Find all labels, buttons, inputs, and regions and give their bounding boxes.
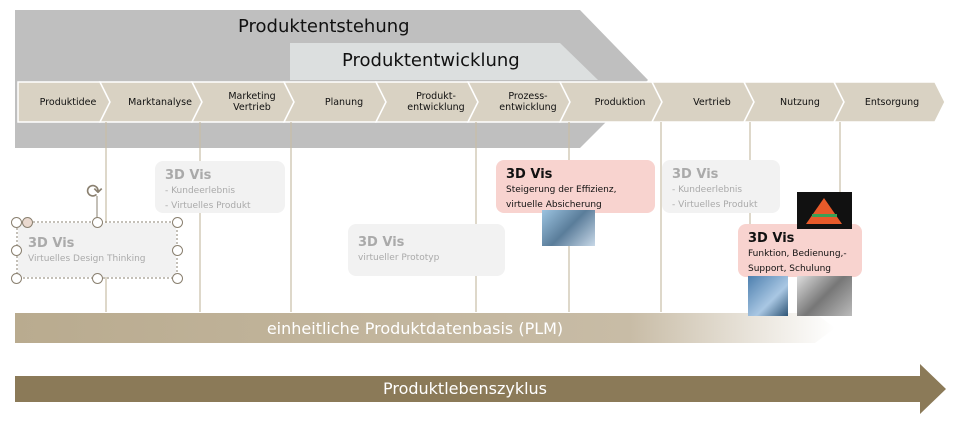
box-title: 3D Vis <box>672 167 719 182</box>
rotate-handle-icon: ⟳ <box>86 179 103 203</box>
box-text: Funktion, Bedienung,- Support, Schulung <box>748 249 847 274</box>
step-produktidee[interactable]: Produktidee <box>39 96 97 108</box>
lifecycle-arrow <box>15 364 946 414</box>
box-text: - Kundeerlebnis - Virtuelles Produkt <box>165 186 251 211</box>
produktentwicklung-chevron <box>290 43 598 80</box>
resize-handle[interactable] <box>172 217 183 228</box>
plm-label: einheitliche Produktdatenbasis (PLM) <box>266 318 564 338</box>
vr-user-image <box>748 276 788 316</box>
box-kundeerlebnis-2[interactable]: 3D Vis - Kundeerlebnis - Virtuelles Produ… <box>662 160 780 213</box>
step-marktanalyse[interactable]: Marktanalyse <box>128 96 192 108</box>
step-planung[interactable]: Planung <box>324 96 364 108</box>
pyramid-chart-image <box>797 192 852 229</box>
plm-arrow <box>15 313 835 343</box>
step-entsorgung[interactable]: Entsorgung <box>864 96 920 108</box>
box-title: 3D Vis <box>28 236 75 251</box>
box-text: Steigerung der Effizienz, virtuelle Absi… <box>506 185 617 210</box>
resize-handle[interactable] <box>92 217 103 228</box>
box-text: virtueller Prototyp <box>358 253 440 263</box>
box-title: 3D Vis <box>506 167 553 182</box>
lifecycle-label: Produktlebenszyklus <box>382 379 548 398</box>
resize-handle[interactable] <box>11 217 22 228</box>
factory-image <box>542 210 595 246</box>
box-kundeerlebnis-1[interactable]: 3D Vis - Kundeerlebnis - Virtuelles Produ… <box>155 161 285 213</box>
produktentstehung-label: Produktentstehung <box>238 16 410 37</box>
resize-handle[interactable] <box>92 273 103 284</box>
adjust-handle[interactable] <box>22 217 33 228</box>
training-image <box>797 276 852 316</box>
phase-lines <box>105 122 841 312</box>
step-marketing-vertrieb[interactable]: Marketing Vertrieb <box>228 91 276 113</box>
process-chevrons <box>17 81 946 123</box>
box-text: Virtuelles Design Thinking <box>28 254 146 264</box>
resize-handle[interactable] <box>172 245 183 256</box>
resize-handle[interactable] <box>11 245 22 256</box>
resize-handle[interactable] <box>11 273 22 284</box>
box-text: - Kundeerlebnis - Virtuelles Produkt <box>672 185 758 210</box>
box-title: 3D Vis <box>358 235 405 250</box>
step-produktion[interactable]: Produktion <box>594 96 646 108</box>
resize-handle[interactable] <box>172 273 183 284</box>
box-title: 3D Vis <box>748 231 795 246</box>
produktentwicklung-label: Produktentwicklung <box>342 50 520 71</box>
step-prozessentwicklung[interactable]: Prozess- entwicklung <box>499 91 557 113</box>
box-prototyp[interactable]: 3D Vis virtueller Prototyp <box>348 224 505 276</box>
box-title: 3D Vis <box>165 168 212 183</box>
step-vertrieb[interactable]: Vertrieb <box>693 96 731 108</box>
step-produktentwicklung[interactable]: Produkt- entwicklung <box>407 91 465 113</box>
step-nutzung[interactable]: Nutzung <box>780 96 820 108</box>
